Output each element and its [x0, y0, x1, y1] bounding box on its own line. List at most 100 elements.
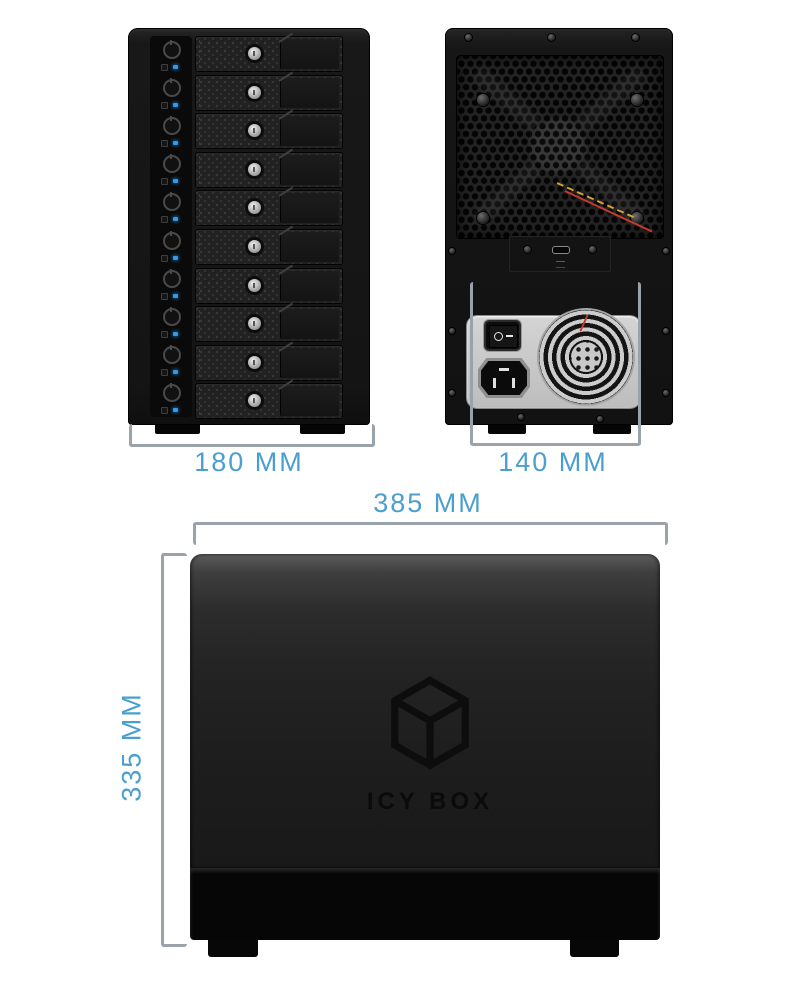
status-led: [173, 179, 178, 184]
power-button-icon: [163, 344, 181, 364]
tray-handle: [280, 386, 339, 417]
status-led: [173, 369, 178, 374]
bay-control-row: [150, 265, 192, 303]
rear-view: [445, 28, 673, 434]
drive-tray: [195, 190, 343, 227]
rear-foot-left: [488, 425, 526, 434]
hdd-indicator-icon: [161, 64, 168, 71]
status-led: [173, 141, 178, 146]
tray-lock-icon: [248, 162, 261, 176]
bay-control-row: [150, 188, 192, 226]
power-switch-rocker: [489, 325, 518, 348]
hdd-indicator-icon: [161, 178, 168, 186]
status-led: [173, 65, 178, 69]
screw-icon: [449, 390, 455, 396]
screw-icon: [477, 212, 489, 224]
side-width-label: 385 MM: [373, 488, 483, 518]
hdd-indicator-icon: [161, 102, 168, 110]
bay-control-row: [150, 379, 192, 417]
tray-handle: [280, 309, 339, 340]
status-led: [173, 103, 178, 108]
cube-logo-icon: [391, 676, 469, 770]
bay-control-row: [150, 112, 192, 150]
power-button-icon: [163, 78, 181, 98]
screw-icon: [449, 328, 455, 334]
tray-lock-icon: [248, 240, 261, 253]
drive-tray: [195, 267, 343, 304]
tray-lock-icon: [248, 85, 261, 99]
usb-c-port: [552, 246, 570, 254]
screw-icon: [597, 416, 603, 422]
screw-icon: [449, 248, 455, 254]
drive-tray: [195, 113, 343, 150]
power-button-icon: [163, 40, 181, 59]
side-view: ICY BOX: [190, 554, 660, 958]
hdd-indicator-icon: [161, 368, 168, 376]
screw-icon: [631, 94, 643, 106]
hdd-indicator-icon: [161, 254, 168, 262]
bay-control-row: [150, 227, 192, 265]
tray-lock-icon: [248, 355, 261, 369]
drive-tray: [195, 36, 343, 72]
tray-handle: [280, 270, 339, 301]
psu-fan-grille: [539, 310, 633, 404]
drive-tray: [195, 229, 343, 265]
io-panel: [509, 236, 611, 272]
bay-control-row: [150, 74, 192, 112]
side-bottom-band: [190, 868, 660, 940]
status-led: [173, 255, 178, 260]
front-foot-left: [155, 425, 200, 434]
tray-lock-icon: [248, 201, 261, 215]
tray-lock-icon: [248, 278, 261, 292]
led-status-column: [150, 36, 192, 417]
front-enclosure-body: [128, 28, 370, 425]
psu-fan-hub: [571, 342, 601, 372]
screw-icon: [465, 34, 472, 41]
status-led: [173, 407, 178, 412]
power-inlet-socket: [481, 361, 527, 395]
hdd-indicator-icon: [161, 330, 168, 338]
tray-handle: [280, 77, 339, 108]
screw-icon: [663, 248, 669, 254]
side-foot-right: [570, 940, 619, 957]
power-button-icon: [163, 154, 181, 174]
status-led: [173, 331, 178, 336]
switch-on-icon: [506, 335, 513, 338]
bay-control-row: [150, 341, 192, 379]
side-enclosure-body: ICY BOX: [190, 554, 660, 868]
power-button-icon: [163, 382, 181, 402]
tray-handle: [280, 116, 339, 147]
power-switch: [486, 322, 519, 349]
side-width-bracket: [193, 522, 668, 545]
screw-icon: [632, 34, 639, 41]
hdd-indicator-icon: [161, 406, 168, 414]
side-height-bracket: [161, 553, 187, 947]
tray-lock-icon: [248, 317, 261, 331]
hdd-indicator-icon: [161, 292, 168, 300]
screw-icon: [663, 390, 669, 396]
bay-control-row: [150, 303, 192, 341]
front-width-bracket: [129, 424, 375, 447]
brand-logo-text: ICY BOX: [366, 788, 494, 815]
hdd-indicator-icon: [161, 140, 168, 148]
power-button-icon: [163, 230, 181, 250]
tray-handle: [280, 232, 339, 262]
power-button-icon: [163, 192, 181, 212]
power-button-icon: [163, 306, 181, 326]
rear-enclosure-body: [445, 28, 673, 425]
rear-width-bracket: [470, 282, 641, 446]
status-led: [173, 217, 178, 222]
tray-lock-icon: [248, 394, 261, 408]
front-foot-right: [300, 425, 345, 434]
fan-hub: [528, 116, 588, 176]
tray-lock-icon: [248, 124, 261, 138]
drive-tray: [195, 383, 343, 420]
power-button-icon: [163, 116, 181, 136]
port-label: [556, 261, 565, 268]
drive-tray: [195, 344, 343, 381]
screw-icon: [524, 246, 531, 253]
tray-lock-icon: [248, 47, 261, 60]
side-height-label: 335 MM: [116, 692, 147, 802]
drive-tray: [195, 74, 343, 111]
